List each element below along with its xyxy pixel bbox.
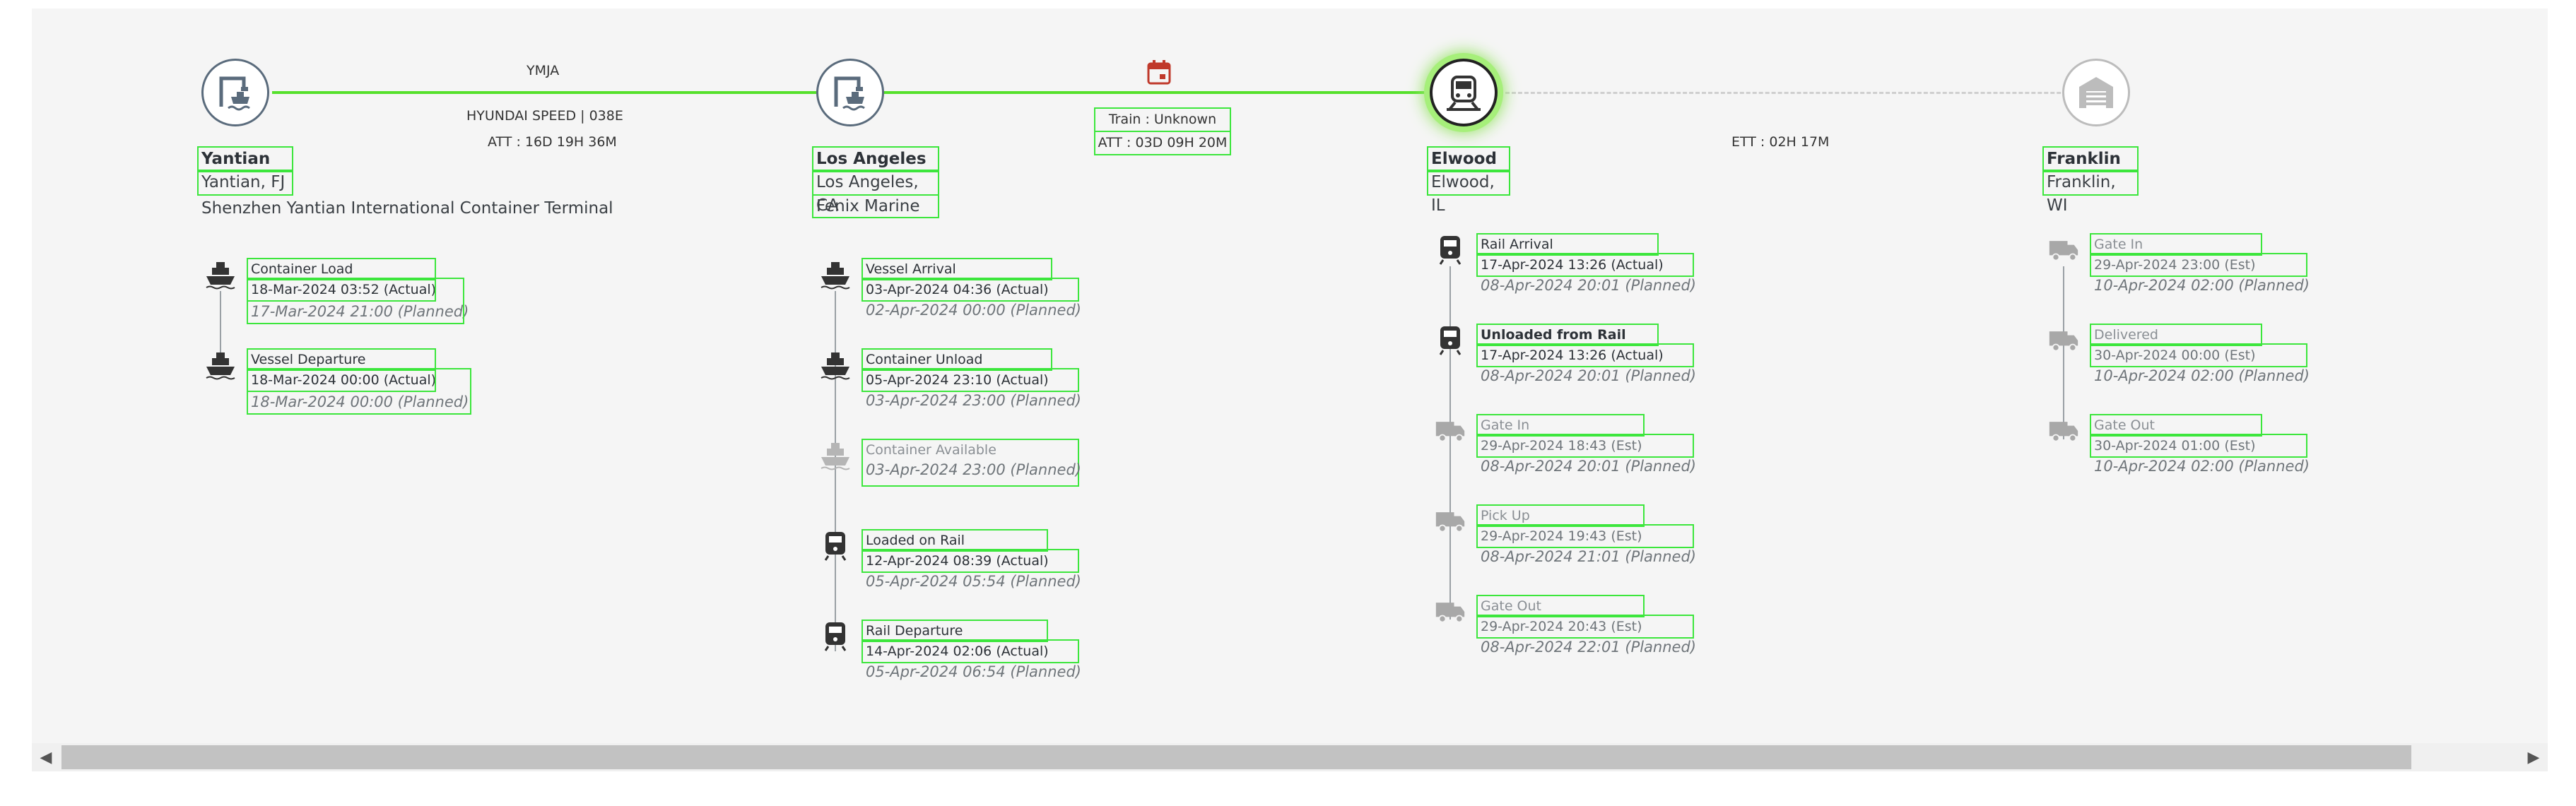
event-actual-time: 17-Apr-2024 13:26 (Actual) bbox=[1476, 343, 1694, 367]
event-planned-time: 02-Apr-2024 00:00 (Planned) bbox=[866, 302, 1081, 319]
scroll-right-icon[interactable]: ▶ bbox=[2527, 748, 2540, 766]
rail-station-icon bbox=[1447, 76, 1481, 111]
event-title: Container Load bbox=[247, 258, 436, 280]
truck-icon bbox=[1435, 596, 1466, 627]
ship-icon bbox=[820, 440, 851, 471]
event-actual-time: 18-Mar-2024 00:00 (Actual) bbox=[247, 368, 436, 392]
train-icon bbox=[1435, 325, 1466, 356]
event-title: Gate Out bbox=[1476, 595, 1645, 617]
event-planned-time: 03-Apr-2024 23:00 (Planned) bbox=[866, 392, 1081, 409]
event-actual-time: 17-Apr-2024 13:26 (Actual) bbox=[1476, 253, 1694, 277]
event-connector bbox=[220, 291, 221, 362]
event-planned-time: 05-Apr-2024 05:54 (Planned) bbox=[866, 573, 1081, 590]
scroll-thumb[interactable] bbox=[61, 745, 2411, 769]
event-title: Rail Departure bbox=[861, 620, 1048, 642]
ship-icon bbox=[205, 259, 236, 290]
event-actual-time: 14-Apr-2024 02:06 (Actual) bbox=[861, 639, 1079, 663]
location-city-los-angeles: Los Angeles, CA bbox=[812, 170, 939, 215]
warehouse-node-franklin[interactable] bbox=[2062, 59, 2130, 126]
event-planned-time: 08-Apr-2024 22:01 (Planned) bbox=[1481, 639, 1696, 656]
event-title: Rail Arrival bbox=[1476, 233, 1659, 256]
event-est-time: 29-Apr-2024 18:43 (Est) bbox=[1476, 434, 1694, 458]
event-est-time: 29-Apr-2024 20:43 (Est) bbox=[1476, 615, 1694, 639]
event-connector bbox=[835, 291, 836, 651]
scroll-left-icon[interactable]: ◀ bbox=[40, 748, 52, 766]
leg1-vessel-label: YMJA bbox=[527, 63, 560, 78]
event-actual-time: 05-Apr-2024 23:10 (Actual) bbox=[861, 368, 1079, 392]
event-planned-time: 17-Mar-2024 21:00 (Planned) bbox=[247, 278, 469, 324]
horizontal-scrollbar[interactable]: ◀ ▶ bbox=[32, 743, 2548, 771]
event-title: Gate In bbox=[2090, 233, 2262, 256]
event-actual-time: 18-Mar-2024 03:52 (Actual) bbox=[247, 278, 436, 302]
train-icon bbox=[1435, 235, 1466, 266]
truck-icon bbox=[2048, 235, 2079, 266]
port-node-yantian[interactable] bbox=[201, 59, 269, 126]
location-name-yantian: Yantian bbox=[197, 146, 293, 172]
rail-node-elwood[interactable] bbox=[1430, 59, 1498, 126]
leg1-voyage-label: HYUNDAI SPEED | 038E bbox=[466, 108, 623, 124]
event-actual-time: 12-Apr-2024 08:39 (Actual) bbox=[861, 549, 1079, 573]
event-planned-time: 10-Apr-2024 02:00 (Planned) bbox=[2094, 277, 2310, 294]
event-title: Container Available bbox=[861, 439, 1079, 487]
shipment-timeline-panel: YMJA HYUNDAI SPEED | 038E ATT : 16D 19H … bbox=[32, 8, 2548, 743]
event-planned-time: 10-Apr-2024 02:00 (Planned) bbox=[2094, 367, 2310, 384]
event-title: Unloaded from Rail bbox=[1476, 324, 1659, 346]
location-city-elwood: Elwood, IL bbox=[1427, 170, 1510, 215]
event-title: Vessel Arrival bbox=[861, 258, 1052, 280]
port-crane-icon bbox=[834, 76, 865, 111]
event-title: Gate In bbox=[1476, 414, 1645, 437]
train-icon bbox=[820, 531, 851, 562]
event-title: Container Unload bbox=[861, 348, 1052, 371]
event-planned-time: 03-Apr-2024 23:00 (Planned) bbox=[866, 461, 1081, 478]
event-planned-time: 08-Apr-2024 20:01 (Planned) bbox=[1481, 277, 1696, 294]
event-title: Vessel Departure bbox=[247, 348, 436, 371]
leg2-mode-label: Train : Unknown bbox=[1094, 107, 1231, 132]
location-city-yantian: Yantian, FJ bbox=[197, 170, 293, 196]
event-est-time: 30-Apr-2024 01:00 (Est) bbox=[2090, 434, 2307, 458]
pending-route-line bbox=[1505, 92, 2099, 94]
event-title: Delivered bbox=[2090, 324, 2262, 346]
event-est-time: 30-Apr-2024 00:00 (Est) bbox=[2090, 343, 2307, 367]
truck-icon bbox=[1435, 415, 1466, 446]
ship-icon bbox=[820, 259, 851, 290]
location-terminal-los-angeles: Fenix Marine bbox=[812, 194, 939, 218]
port-node-los-angeles[interactable] bbox=[816, 59, 884, 126]
event-planned-time: 08-Apr-2024 20:01 (Planned) bbox=[1481, 367, 1696, 384]
location-name-elwood: Elwood bbox=[1427, 146, 1510, 172]
event-planned-time: 05-Apr-2024 06:54 (Planned) bbox=[866, 663, 1081, 680]
leg3-ett-label: ETT : 02H 17M bbox=[1731, 134, 1830, 150]
event-est-time: 29-Apr-2024 23:00 (Est) bbox=[2090, 253, 2307, 277]
leg1-att-label: ATT : 16D 19H 36M bbox=[488, 134, 617, 150]
warehouse-icon bbox=[2079, 77, 2113, 108]
event-planned-time: 08-Apr-2024 20:01 (Planned) bbox=[1481, 458, 1696, 475]
location-terminal-yantian: Shenzhen Yantian International Container… bbox=[201, 199, 613, 218]
event-planned-time: 08-Apr-2024 21:01 (Planned) bbox=[1481, 548, 1696, 565]
location-name-los-angeles: Los Angeles bbox=[812, 146, 939, 172]
truck-icon bbox=[2048, 415, 2079, 446]
truck-icon bbox=[2048, 325, 2079, 356]
event-planned-time: 18-Mar-2024 00:00 (Planned) bbox=[247, 368, 471, 415]
location-name-franklin: Franklin bbox=[2042, 146, 2139, 172]
calendar-icon[interactable] bbox=[1147, 59, 1171, 85]
event-title: Gate Out bbox=[2090, 414, 2262, 437]
event-planned-time: 10-Apr-2024 02:00 (Planned) bbox=[2094, 458, 2310, 475]
event-est-time: 29-Apr-2024 19:43 (Est) bbox=[1476, 524, 1694, 548]
event-connector bbox=[2063, 266, 2064, 439]
event-actual-time: 03-Apr-2024 04:36 (Actual) bbox=[861, 278, 1079, 302]
leg2-att-label: ATT : 03D 09H 20M bbox=[1094, 131, 1231, 155]
location-city-franklin: Franklin, WI bbox=[2042, 170, 2139, 215]
event-title: Loaded on Rail bbox=[861, 529, 1048, 552]
ship-icon bbox=[820, 350, 851, 381]
ship-icon bbox=[205, 350, 236, 381]
truck-icon bbox=[1435, 506, 1466, 537]
port-crane-icon bbox=[219, 76, 250, 111]
event-title: Pick Up bbox=[1476, 504, 1645, 527]
train-icon bbox=[820, 621, 851, 652]
event-connector bbox=[1449, 266, 1451, 620]
